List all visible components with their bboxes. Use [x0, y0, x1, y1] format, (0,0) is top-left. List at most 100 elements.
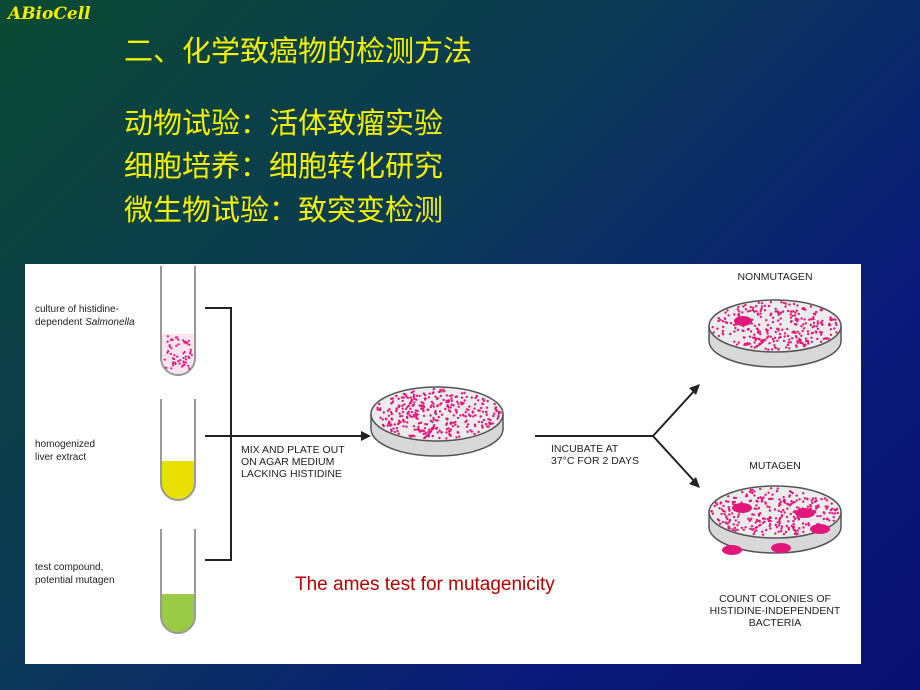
bacterium-dot [758, 524, 761, 527]
bacterium-dot [793, 517, 797, 521]
bacterium-dot [390, 410, 393, 414]
bacterium-dot [168, 344, 171, 347]
bacterium-dot [808, 318, 811, 321]
bacterium-dot [793, 532, 797, 536]
bacterium-dot [750, 345, 753, 348]
bacterium-dot [422, 404, 425, 407]
bacterium-dot [386, 424, 389, 427]
bacterium-dot [774, 532, 777, 535]
logo: ABioCell [8, 4, 91, 24]
bacterium-dot [732, 496, 736, 499]
bacterium-dot [748, 490, 752, 494]
bacterium-dot [719, 502, 722, 505]
bacterium-dot [390, 412, 393, 416]
bacterium-dot [778, 332, 782, 336]
bacterium-dot [820, 322, 824, 325]
bacterium-dot [777, 313, 780, 316]
bacterium-dot [190, 353, 193, 356]
bacterium-dot [777, 327, 780, 331]
bacterium-dot [722, 504, 725, 508]
bacterium-dot [477, 420, 481, 424]
bacterium-dot [725, 321, 729, 325]
bacterium-dot [751, 528, 754, 531]
bacterium-dot [445, 394, 449, 397]
bacterium-dot [796, 529, 799, 532]
bacterium-dot [457, 405, 460, 408]
bacterium-dot [477, 399, 480, 402]
bacterium-dot [472, 415, 475, 418]
bacterium-dot [785, 515, 789, 519]
bacterium-dot [768, 342, 771, 345]
bacterium-dot [728, 509, 731, 512]
bacterium-dot [733, 340, 736, 343]
bacterium-dot [753, 346, 756, 349]
bacterium-dot [829, 328, 832, 331]
bacterium-dot [791, 491, 794, 495]
bacterium-dot [711, 326, 714, 329]
bacterium-dot [814, 330, 817, 333]
bacterium-dot [488, 421, 491, 424]
bacterium-dot [778, 336, 781, 340]
count-label-line3: BACTERIA [749, 617, 802, 629]
bacterium-dot [719, 318, 722, 322]
method-line-3: 微生物试验：致突变检测 [124, 193, 444, 227]
bacterium-dot [418, 404, 421, 407]
bacterium-dot [780, 529, 783, 533]
bacterium-dot [720, 508, 724, 511]
bacterium-dot [712, 331, 715, 334]
method-line-2: 细胞培养：细胞转化研究 [124, 149, 444, 183]
bacterium-dot [786, 327, 789, 331]
bacterium-dot [755, 327, 759, 330]
bacterium-dot [454, 423, 457, 426]
bacterium-dot [393, 430, 397, 434]
bacterium-dot [796, 304, 799, 307]
bacterium-dot [390, 397, 393, 400]
bacterium-dot [776, 487, 779, 490]
bacterium-dot [773, 336, 777, 339]
bacterium-dot [432, 402, 435, 405]
bacterium-dot [759, 333, 762, 336]
bacterium-dot [422, 392, 425, 395]
bacterium-dot [788, 303, 791, 306]
bacterium-dot [427, 396, 431, 399]
bacterium-dot [409, 407, 412, 410]
bacterium-dot [835, 331, 838, 334]
bacterium-dot [760, 341, 764, 344]
bacterium-dot [460, 396, 464, 399]
bacterium-dot [418, 394, 421, 398]
bacterium-dot [454, 420, 457, 424]
bacterium-dot [396, 422, 400, 426]
bacterium-dot [726, 309, 729, 312]
bacterium-dot [790, 499, 793, 503]
incubate-label-line2: 37°C FOR 2 DAYS [551, 455, 639, 467]
bacterium-dot [751, 308, 754, 312]
bacterium-dot [397, 432, 400, 435]
bacterium-dot [803, 497, 807, 500]
bacterium-dot [424, 432, 427, 435]
bacterium-dot [412, 393, 416, 397]
bacterium-dot [473, 432, 476, 436]
bacterium-dot [434, 419, 438, 422]
bacterium-dot [728, 519, 731, 523]
bacterium-dot [813, 500, 817, 503]
bacterium-dot [187, 355, 190, 358]
bacterium-dot [804, 337, 808, 340]
bacterium-dot [470, 430, 474, 433]
bacterium-dot [492, 414, 495, 418]
bacterium-dot [416, 409, 419, 413]
bacterium-dot [460, 403, 463, 406]
bacterium-dot [814, 497, 817, 500]
bacterium-dot [749, 488, 752, 492]
bacterium-dot [477, 430, 480, 434]
bacterium-dot [463, 399, 466, 402]
bacterium-dot [450, 403, 453, 406]
bacterium-dot [805, 339, 808, 343]
bacterium-dot [183, 350, 186, 354]
bacterium-dot [447, 409, 451, 412]
bacterium-dot [779, 317, 782, 320]
bacterium-dot [732, 323, 736, 327]
bacterium-dot [792, 302, 796, 306]
bacterium-dot [807, 524, 810, 527]
bacterium-dot [828, 511, 831, 514]
bacterium-dot [761, 521, 765, 525]
